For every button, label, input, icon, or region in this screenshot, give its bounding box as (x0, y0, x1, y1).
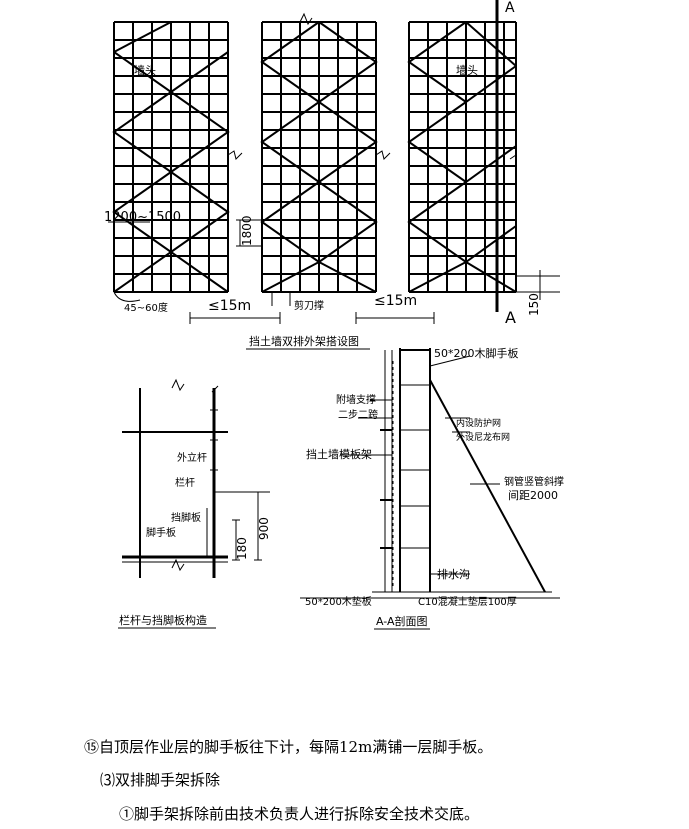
paragraph-scaffold-board-spacing: ⑮自顶层作业层的脚手板往下计，每隔12m满铺一层脚手板。 (84, 738, 493, 756)
section-mark-bottom: A (505, 308, 516, 327)
dim-900-label: 900 (257, 517, 271, 540)
height-label: 1800 (240, 215, 254, 246)
dim-180-label: 180 (235, 537, 249, 560)
railing-caption: 栏杆与挡脚板构造 (119, 613, 207, 627)
span-left-label: ≤15m (208, 298, 251, 314)
scissor-brace-label: 剪刀撑 (294, 299, 324, 312)
net-outer-label: 外设尼龙布网 (456, 431, 510, 443)
section-mark-top: A (505, 0, 515, 16)
railing-detail (122, 378, 270, 578)
section-caption: A-A剖面图 (376, 614, 428, 628)
spacing-label: 1200~1500 (104, 210, 181, 225)
connector-label: 二步二跨 (338, 409, 378, 421)
scaffold-drawing: 墙头 墙头 1200~1500 1800 45~60度 ≤15m ≤15m 剪刀… (104, 0, 564, 630)
heading-double-row-scaffold-removal: ⑶双排脚手架拆除 (100, 771, 221, 789)
section-detail (300, 348, 560, 599)
ditch-label: 排水沟 (437, 567, 470, 581)
brace-angle-label: 45~60度 (124, 301, 168, 314)
brace-label: 钢管竖管斜撑 (504, 475, 564, 488)
wall-end-right-label: 墙头 (456, 63, 478, 77)
paragraph-removal-safety-briefing: ①脚手架拆除前由技术负责人进行拆除安全技术交底。 (119, 805, 480, 823)
brace-spacing-label: 间距2000 (508, 489, 558, 502)
rail-label: 栏杆 (175, 476, 195, 489)
wall-end-left-label: 墙头 (134, 63, 156, 77)
wall-tie-label: 附墙支撑 (336, 393, 376, 406)
top-board-label: 50*200木脚手板 (434, 346, 519, 360)
scissor-braces (112, 21, 517, 293)
safety-net-label: 内设防护网 (456, 417, 501, 429)
scaffold-board-label: 脚手板 (146, 526, 176, 539)
formwork-label: 挡土墙模板架 (306, 447, 372, 461)
dim-150-label: 150 (527, 293, 541, 316)
base-layer-label: C10混凝土垫层100厚 (418, 595, 517, 608)
elevation-caption: 挡土墙双排外架搭设图 (249, 334, 359, 348)
toe-board-label: 挡脚板 (171, 511, 201, 524)
span-right-label: ≤15m (374, 293, 417, 309)
elevation-grid (113, 22, 517, 292)
base-board-label: 50*200木垫板 (305, 595, 372, 608)
elevation-ledgers (114, 21, 516, 293)
outer-pole-label: 外立杆 (177, 451, 207, 464)
